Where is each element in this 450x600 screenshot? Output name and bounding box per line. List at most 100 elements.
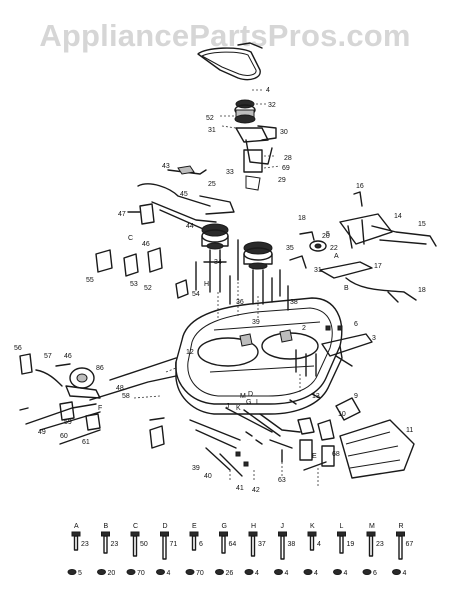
hardware-letter: B — [104, 523, 109, 530]
callout: 40 — [204, 473, 212, 480]
washer-ref: 4 — [167, 570, 171, 577]
letter-tag: L — [256, 399, 260, 406]
hardware-letter: E — [192, 523, 197, 530]
hardware-letter: L — [340, 523, 344, 530]
washer-icon — [97, 569, 106, 575]
callout: 38 — [290, 299, 298, 306]
callout: 41 — [236, 485, 244, 492]
hardware-ref: 23 — [81, 541, 89, 548]
letter-tag: J — [226, 403, 230, 410]
callout: 43 — [162, 163, 170, 170]
deck-hardware[interactable] — [289, 325, 343, 405]
letter-tag: K — [236, 405, 241, 412]
hardware-item-k[interactable]: K44 — [303, 523, 321, 577]
callout: 53 — [130, 281, 138, 288]
callout: 31 — [208, 127, 216, 134]
letter-tag: F — [98, 405, 102, 412]
callout: 47 — [118, 211, 126, 218]
right-spindle-pulley[interactable] — [243, 241, 273, 305]
idler-bracket[interactable] — [243, 125, 277, 191]
callout: 9 — [354, 393, 358, 400]
linkage-rod-assembly[interactable] — [137, 165, 235, 233]
callout: 30 — [280, 129, 288, 136]
blade-adapters[interactable] — [269, 417, 335, 471]
deck-small-parts[interactable] — [149, 417, 283, 467]
mower-blades[interactable] — [189, 407, 301, 477]
washer-ref: 4 — [344, 570, 348, 577]
hardware-ref: 6 — [199, 541, 203, 548]
deck-baffle[interactable] — [321, 333, 373, 367]
bolt-shank-icon — [309, 535, 315, 551]
bolt-shank-icon — [162, 535, 167, 560]
callout: 15 — [418, 221, 426, 228]
discharge-chute[interactable] — [335, 397, 415, 479]
hardware-ref: 50 — [140, 541, 148, 548]
bolt-shank-icon — [250, 535, 256, 557]
bolt-shank-icon — [103, 535, 108, 554]
callout: 25 — [208, 181, 216, 188]
washer-icon — [215, 569, 224, 575]
callout: 22 — [330, 245, 338, 252]
callout: 14 — [394, 213, 402, 220]
callout: 46 — [142, 241, 150, 248]
hardware-letter: D — [163, 523, 168, 530]
letter-tag: B — [344, 285, 349, 292]
callout: 39 — [252, 319, 260, 326]
left-brackets[interactable] — [95, 203, 189, 299]
washer-ref: 70 — [137, 570, 145, 577]
hardware-letter: J — [281, 523, 285, 530]
letter-tag: D — [248, 391, 253, 398]
bolt-shank-icon — [398, 535, 403, 560]
mower-deck-housing[interactable] — [175, 297, 343, 415]
washer-ref: 4 — [285, 570, 289, 577]
spindle-bolts[interactable] — [195, 239, 289, 311]
callout: 29 — [278, 177, 286, 184]
hardware-ref: 19 — [347, 541, 355, 548]
callout: 18 — [418, 287, 426, 294]
pulley-assembly-top[interactable] — [234, 99, 273, 165]
idler-pulley-right[interactable] — [289, 231, 327, 269]
lower-left-brackets[interactable] — [19, 401, 165, 449]
callout: 63 — [278, 477, 286, 484]
washer-icon — [333, 569, 342, 575]
callout: 52 — [144, 285, 152, 292]
hardware-ref: 37 — [258, 541, 266, 548]
left-spindle-pulley[interactable] — [201, 223, 229, 293]
hardware-ref: 23 — [376, 541, 384, 548]
callout: 20 — [322, 233, 330, 240]
hardware-ref: 23 — [111, 541, 119, 548]
callout: 55 — [86, 277, 94, 284]
callout: 16 — [356, 183, 364, 190]
callout: 13 — [312, 393, 320, 400]
callout: 52 — [206, 115, 214, 122]
gauge-wheel-assembly[interactable] — [19, 353, 101, 399]
callout: 46 — [64, 353, 72, 360]
callout: 69 — [282, 165, 290, 172]
bolt-shank-icon — [339, 535, 344, 554]
hardware-item-l[interactable]: L 19 4 — [333, 523, 355, 577]
callout: 35 — [286, 245, 294, 252]
callout: 59 — [64, 419, 72, 426]
drive-belt[interactable] — [197, 42, 263, 81]
callout: 39 — [192, 465, 200, 472]
letter-tag: A — [334, 253, 339, 260]
letter-tag: H — [204, 281, 209, 288]
hardware-ref: 67 — [406, 541, 414, 548]
washer-icon — [67, 569, 77, 575]
bolt-shank-icon — [132, 535, 138, 557]
callout: 5 — [326, 231, 330, 238]
callout: 36 — [236, 299, 244, 306]
lift-bracket-assembly[interactable] — [319, 191, 437, 303]
callout: 68 — [332, 451, 340, 458]
